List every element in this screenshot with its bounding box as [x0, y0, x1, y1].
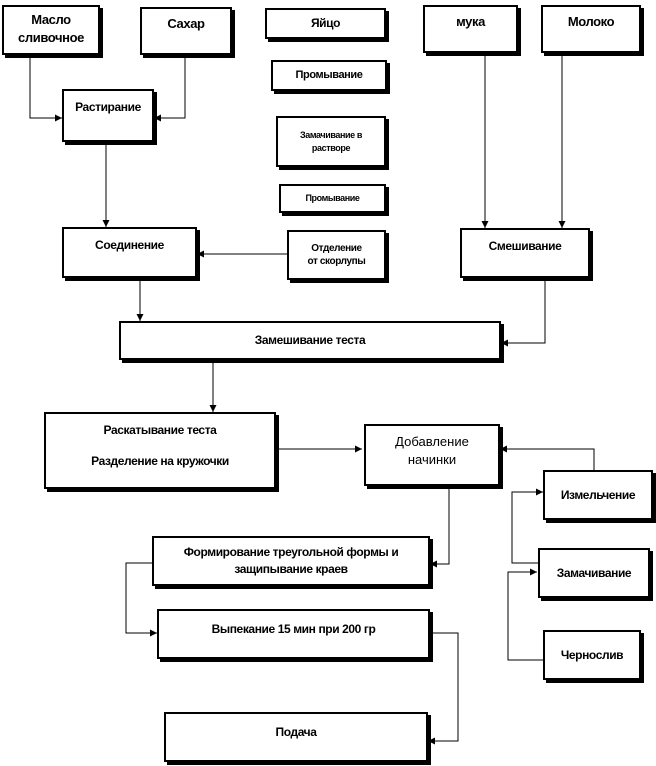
washing-box-2: Промывание [279, 184, 386, 213]
combining-box: Соединение [62, 227, 197, 278]
arrow-chopping-to-filling [500, 445, 595, 470]
arrow-baking-to-serving [428, 632, 459, 745]
kneading-box: Замешивание теста [119, 321, 501, 360]
milk-box: Молоко [541, 5, 641, 53]
chopping-box: Измельчение [543, 470, 653, 520]
soaking-solution-box: Замачивание в растворе [276, 116, 386, 167]
shaping-box: Формирование треугольной формы и защипыв… [152, 536, 430, 586]
soaking-box: Замачивание [538, 548, 650, 598]
mixing-box: Смешивание [460, 228, 590, 278]
creaming-box: Растирание [62, 89, 154, 142]
arrow-soaking-to-chopping [511, 488, 543, 564]
washing-box-1: Промывание [271, 60, 387, 91]
egg-box: Яйцо [265, 8, 386, 39]
flour-box: мука [423, 5, 518, 53]
adding-filling-box: Добавление начинки [364, 424, 500, 486]
arrow-prunes-to-soaking [507, 568, 543, 661]
arrow-filling-to-shaping [430, 486, 450, 568]
butter-box: Масло сливочное [2, 5, 100, 55]
arrow-butter-to-creaming [29, 55, 62, 122]
serving-box: Подача [164, 712, 428, 762]
arrow-mixing-to-kneading [501, 278, 546, 347]
baking-box: Выпекание 15 мин при 200 гр [157, 609, 430, 659]
arrow-sugar-to-creaming [154, 55, 186, 122]
arrow-shaping-to-baking [125, 562, 157, 637]
prunes-box: Чернослив [543, 630, 641, 680]
sugar-box: Сахар [140, 7, 232, 55]
rolling-box: Раскатывание теста Разделение на кружочк… [44, 412, 276, 489]
separating-shell-box: Отделение от скорлупы [287, 230, 386, 280]
